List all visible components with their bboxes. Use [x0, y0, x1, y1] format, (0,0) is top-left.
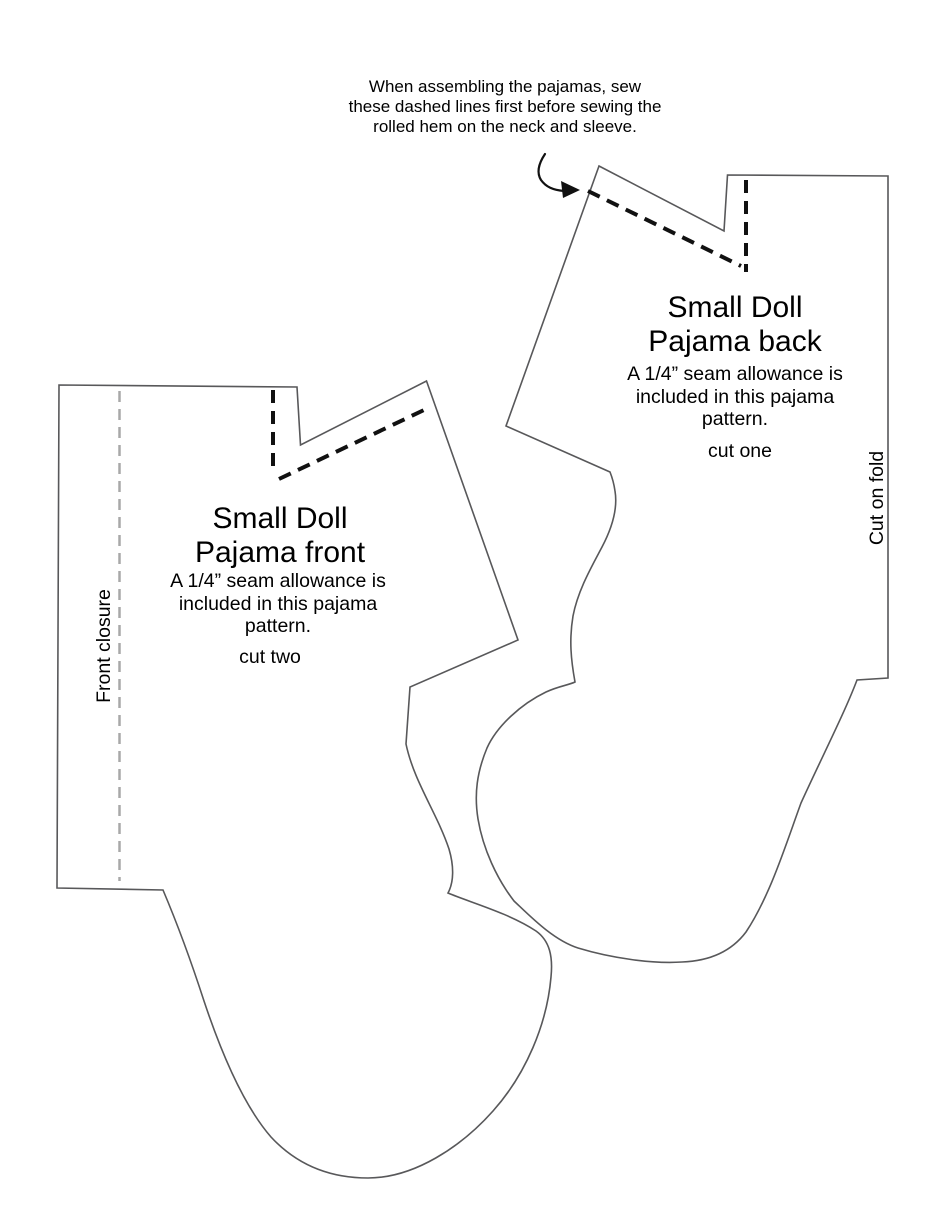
- back-title-line1: Small Doll: [667, 291, 803, 324]
- front-piece-seam-note: A 1/4” seam allowance is included in thi…: [128, 570, 428, 638]
- back-cut-quantity-label: cut one: [708, 440, 772, 462]
- back-piece-outline: [475, 164, 889, 964]
- front-closure-label: Front closure: [93, 589, 115, 703]
- front-title-line2: Pajama front: [194, 536, 366, 569]
- back-seam-note-line: pattern.: [701, 408, 769, 430]
- annotation-arrow: [537, 152, 580, 198]
- instruction-line: When assembling the pajamas, sew: [368, 77, 642, 96]
- back-title-line2: Pajama back: [648, 325, 822, 358]
- front-seam-note-line: A 1/4” seam allowance is: [170, 570, 386, 592]
- back-seam-note-line: included in this pajama: [635, 385, 835, 408]
- back-seam-note-line: A 1/4” seam allowance is: [627, 363, 843, 385]
- front-piece-title: Small Doll Pajama front: [130, 502, 430, 570]
- front-cut-quantity-label: cut two: [239, 646, 301, 668]
- front-shoulder-seam-dashed-line: [278, 408, 425, 481]
- back-piece-title: Small Doll Pajama back: [585, 291, 885, 359]
- front-seam-note-line: included in this pajama: [178, 592, 378, 615]
- front-piece-outline: [56, 379, 553, 1179]
- back-shoulder-seam-dashed-line: [587, 189, 742, 268]
- instruction-line: rolled hem on the neck and sleeve.: [373, 117, 637, 136]
- assembly-instruction-note: When assembling the pajamas, sew these d…: [255, 77, 755, 137]
- arrowhead-icon: [561, 181, 580, 198]
- back-piece-seam-note: A 1/4” seam allowance is included in thi…: [585, 363, 885, 431]
- front-seam-note-line: pattern.: [244, 615, 312, 637]
- cut-on-fold-label: Cut on fold: [866, 450, 888, 546]
- instruction-line: these dashed lines first before sewing t…: [348, 97, 662, 116]
- front-title-line1: Small Doll: [212, 502, 348, 535]
